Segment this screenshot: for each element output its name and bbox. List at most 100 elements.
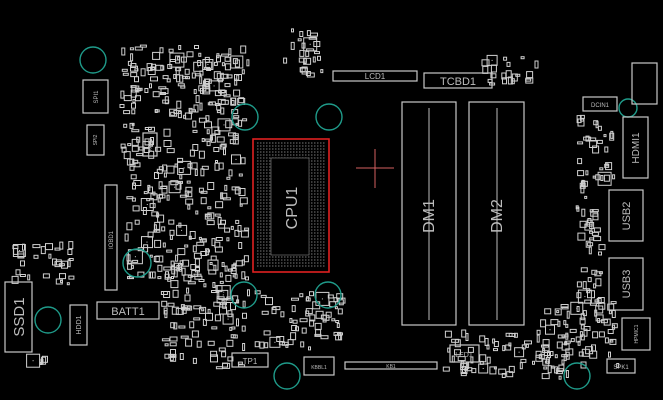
- smd-part: [192, 245, 197, 253]
- smd-part: [19, 274, 26, 277]
- smd-part: [172, 289, 179, 298]
- ic-pin1-dot: [146, 204, 148, 205]
- smd-part: [503, 56, 508, 61]
- dcin-connector[interactable]: DCIN1: [582, 96, 618, 112]
- ic-pin1-dot: [491, 59, 493, 61]
- smd-part: [231, 326, 236, 330]
- smd-part: [123, 110, 131, 115]
- smd-part: [184, 190, 189, 197]
- smd-part: [224, 184, 228, 191]
- smd-part: [505, 70, 512, 79]
- cpu-component[interactable]: CPU1: [252, 138, 330, 273]
- smd-part: [221, 53, 230, 57]
- hdmi-connector[interactable]: HDMI1: [622, 116, 649, 179]
- smd-part: [610, 301, 617, 305]
- lcd-connector[interactable]: LCD1: [332, 70, 418, 82]
- spi2-chip[interactable]: SPI2: [86, 124, 105, 156]
- smd-part: [152, 191, 156, 196]
- ic-pin1-dot: [482, 368, 484, 369]
- ic-chip: [570, 301, 584, 315]
- smd-part: [290, 332, 297, 341]
- smd-part: [220, 107, 225, 115]
- smd-part: [206, 129, 210, 135]
- smd-part: [194, 266, 200, 273]
- usb2-connector[interactable]: USB2: [608, 189, 644, 242]
- ic-chip: [545, 324, 555, 335]
- smd-part: [442, 366, 450, 372]
- hpmic-connector[interactable]: HPMIC1: [621, 317, 651, 351]
- top-right-connector[interactable]: [631, 62, 658, 105]
- smd-part: [234, 187, 241, 195]
- smd-part: [40, 246, 46, 255]
- ssd-connector[interactable]: SSD1: [4, 281, 33, 353]
- smd-part: [232, 334, 238, 339]
- smd-part: [164, 353, 170, 359]
- smd-part: [154, 109, 158, 113]
- smd-part: [214, 246, 223, 253]
- iobd-connector[interactable]: IOBD1: [104, 184, 118, 291]
- cpu-label: CPU1: [284, 187, 301, 230]
- smd-part: [123, 123, 128, 128]
- hdd-connector[interactable]: HDD1: [69, 304, 88, 346]
- smd-part: [173, 74, 177, 79]
- smd-part: [191, 330, 199, 338]
- batt-connector[interactable]: BATT1: [96, 301, 160, 320]
- tp-label: TP1: [243, 357, 258, 366]
- smd-part: [292, 319, 298, 324]
- ic-pin1-dot: [213, 85, 215, 87]
- spi1-chip[interactable]: SPI1: [82, 79, 109, 114]
- ic-chip: [140, 198, 154, 211]
- dimm-slot-dm1[interactable]: DM1: [401, 101, 457, 326]
- smd-part: [131, 145, 139, 152]
- ic-chip: [202, 59, 214, 70]
- hdmi-label: HDMI1: [631, 132, 642, 164]
- smd-part: [605, 162, 613, 171]
- spk-connector[interactable]: SPK1: [606, 358, 636, 374]
- smd-part: [580, 118, 585, 122]
- ic-chip: [303, 37, 318, 52]
- smd-part: [220, 99, 229, 105]
- fan-connector[interactable]: FAN1: [142, 132, 158, 157]
- ic-pin1-dot: [18, 250, 20, 251]
- smd-part: [212, 282, 216, 288]
- tp-connector[interactable]: TP1: [231, 352, 269, 368]
- smd-part: [185, 76, 190, 80]
- kbbl-label: KBBL1: [311, 365, 327, 371]
- smd-part: [498, 368, 507, 375]
- smd-part: [561, 359, 565, 365]
- smd-part: [242, 118, 248, 122]
- smd-part: [589, 230, 594, 234]
- smd-part: [164, 343, 169, 347]
- smd-part: [140, 68, 146, 77]
- smd-part: [543, 352, 550, 356]
- led-connector[interactable]: LED1: [449, 344, 480, 363]
- ic-chip: [478, 363, 489, 374]
- mounting-hole: [79, 46, 107, 74]
- smd-part: [222, 362, 231, 369]
- smd-part: [594, 299, 600, 303]
- kb-connector[interactable]: KB1: [344, 361, 438, 370]
- tcbd-connector[interactable]: TCBD1: [423, 72, 493, 89]
- smd-part: [204, 138, 211, 142]
- smd-part: [180, 335, 189, 339]
- smd-part: [207, 340, 215, 346]
- smd-part: [524, 340, 532, 345]
- dimm-slot-dm2[interactable]: DM2: [468, 101, 525, 326]
- smd-part: [604, 337, 609, 344]
- small-components: [11, 28, 620, 380]
- ic-chip: [222, 313, 234, 325]
- smd-part: [536, 329, 541, 335]
- smd-part: [162, 242, 166, 248]
- smd-part: [244, 227, 250, 231]
- smd-part: [563, 354, 567, 362]
- usb3-connector[interactable]: USB3: [608, 257, 644, 311]
- smd-part: [173, 322, 178, 330]
- smd-part: [563, 320, 567, 326]
- kbbl-connector[interactable]: KBBL1: [303, 356, 335, 376]
- smd-part: [581, 208, 586, 217]
- smd-part: [471, 368, 477, 374]
- smd-part: [520, 358, 527, 363]
- smd-part: [214, 213, 221, 217]
- smd-part: [301, 66, 308, 75]
